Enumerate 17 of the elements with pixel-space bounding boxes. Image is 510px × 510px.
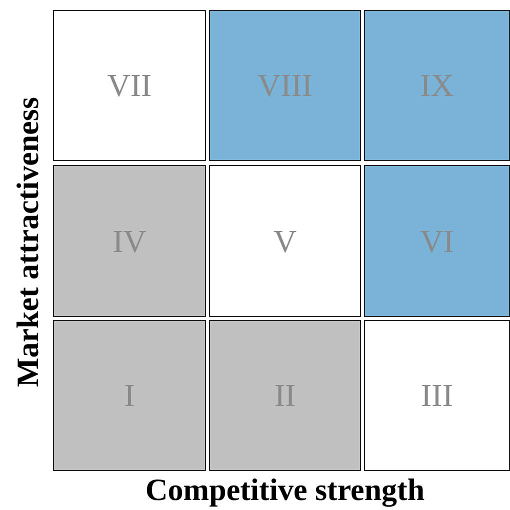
cell-label: VII [107,67,152,104]
matrix-cell [209,165,361,317]
matrix-cell [364,10,510,161]
matrix-cell [53,10,206,161]
cell-label: IX [420,67,454,104]
cell-label: VIII [257,67,313,104]
matrix-cell [209,10,361,161]
matrix-cell [53,165,206,317]
axis-title: Market attractiveness [10,96,46,388]
cell-label: VI [420,222,454,260]
matrix-cell [364,165,510,317]
matrix-cell [53,320,206,471]
axis-title: Competitive strength [145,472,425,508]
cell-label: III [421,377,453,414]
matrix-cell [364,320,510,471]
cell-label: V [273,222,297,260]
matrix-cell [209,320,361,471]
